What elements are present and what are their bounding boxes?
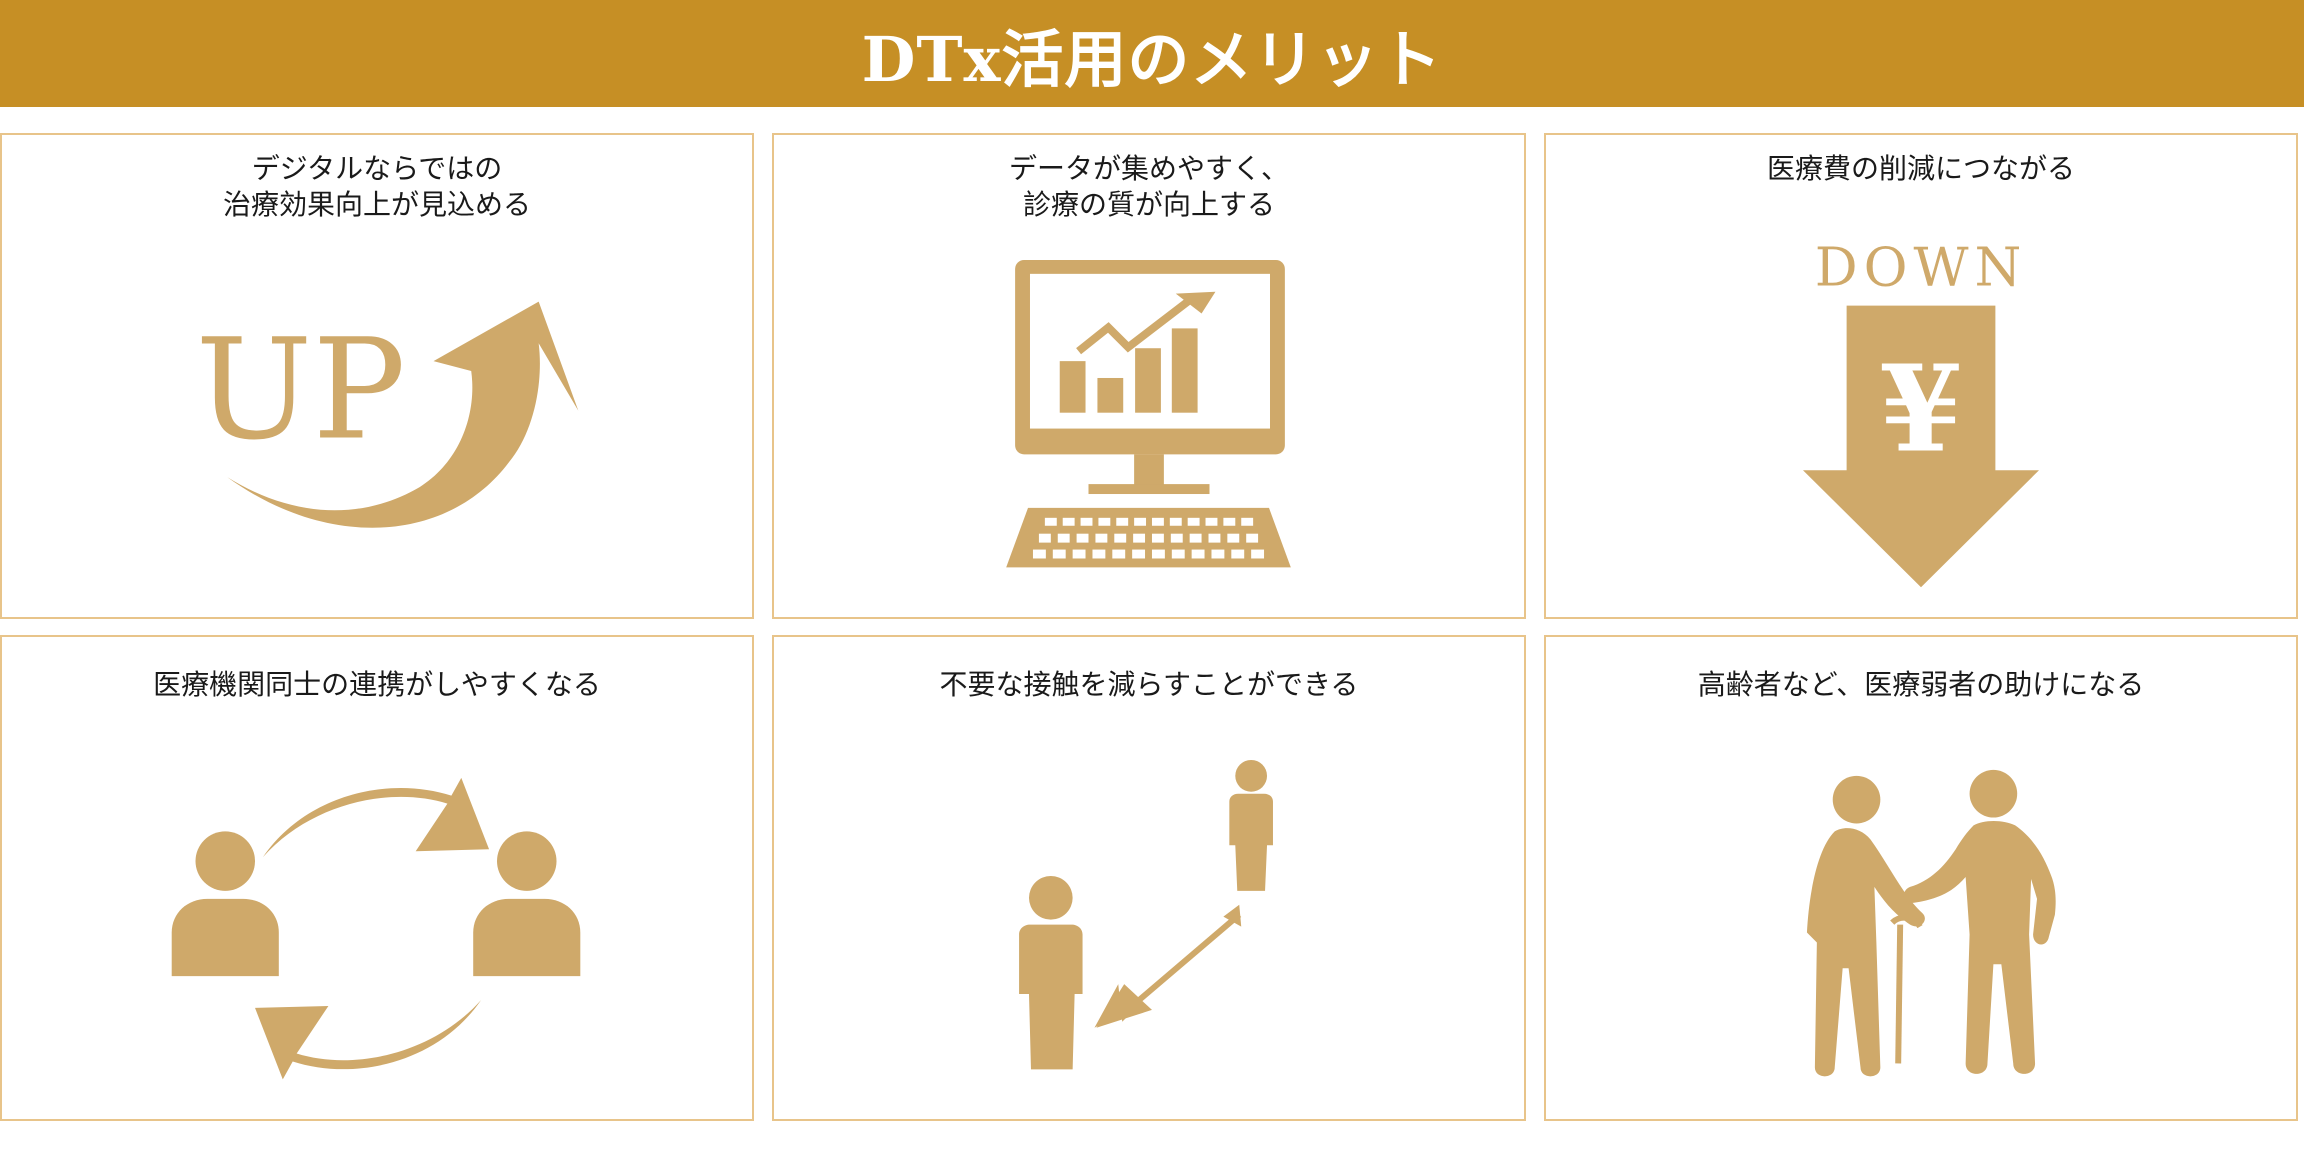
merit-card-treatment-effect: デジタルならではの 治療効果向上が見込める UP <box>0 133 754 619</box>
card-title: 医療機関同士の連携がしやすくなる <box>153 668 601 701</box>
card-title: デジタルならではの 治療効果向上が見込める <box>222 152 531 221</box>
people-exchange-icon <box>171 777 581 1080</box>
computer-chart-icon <box>1006 259 1291 568</box>
card-title: 医療費の削減につながる <box>1766 152 2075 185</box>
merit-card-support-vulnerable: 高齢者など、医療弱者の助けになる <box>1544 635 2298 1121</box>
caregiver-elderly-icon <box>1806 769 2056 1077</box>
merit-card-cost-reduction: 医療費の削減につながる DOWN ¥ <box>1544 133 2298 619</box>
merit-card-data-quality: データが集めやすく、 診療の質が向上する <box>772 133 1526 619</box>
card-title: 不要な接触を減らすことができる <box>939 668 1359 701</box>
card-title: 高齢者など、医療弱者の助けになる <box>1697 668 2145 701</box>
yen-symbol: ¥ <box>1880 339 1963 479</box>
up-arrow-icon: UP <box>195 301 579 528</box>
yen-down-arrow-icon: DOWN ¥ <box>1802 236 2040 588</box>
down-label: DOWN <box>1815 236 2028 299</box>
page-title: DTx活用のメリット <box>861 22 1443 96</box>
merit-card-collaboration: 医療機関同士の連携がしやすくなる <box>0 635 754 1121</box>
merit-card-reduce-contact: 不要な接触を減らすことができる <box>772 635 1526 1121</box>
card-title: データが集めやすく、 診療の質が向上する <box>1008 152 1289 221</box>
up-label: UP <box>195 308 405 470</box>
social-distance-icon <box>1019 759 1273 1070</box>
header-banner: DTx活用のメリット <box>0 0 2304 107</box>
